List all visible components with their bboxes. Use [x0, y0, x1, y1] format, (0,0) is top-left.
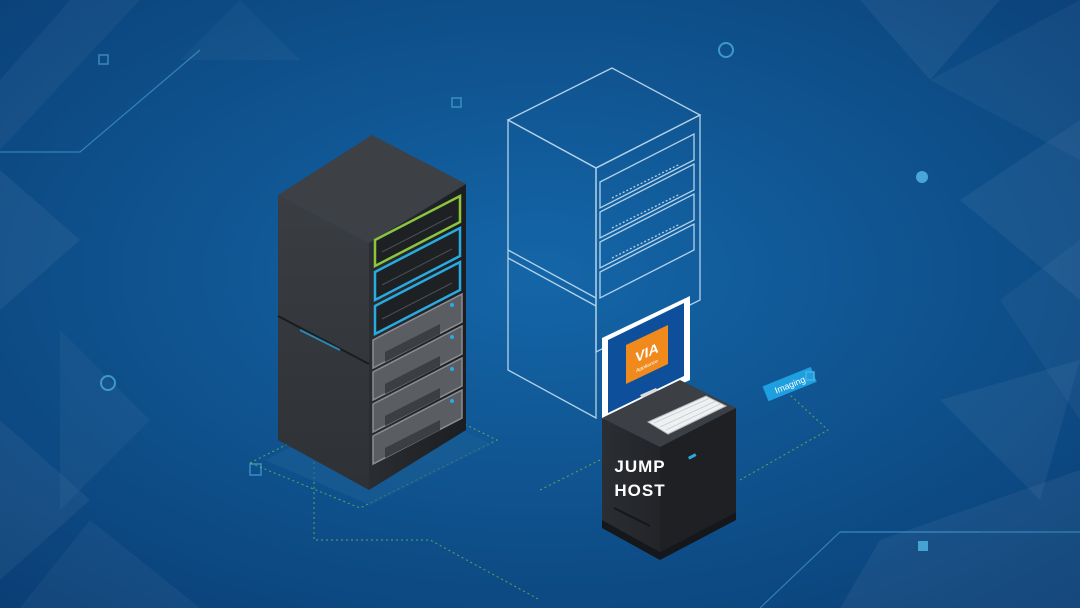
jump-host-right [660, 408, 736, 552]
server-rack [277, 135, 466, 490]
jump-host-label-1: JUMP [614, 457, 665, 476]
jump-host-base [602, 512, 736, 560]
circuit-lines [0, 49, 1080, 608]
circuit-squares [98, 54, 462, 476]
wireframe-rack [506, 67, 702, 420]
circuit-dot [916, 171, 928, 183]
imaging-tag-node [805, 371, 815, 381]
rack-slot-blue-2 [373, 259, 462, 337]
via-logo-box [626, 325, 668, 384]
jump-host-led [687, 453, 697, 460]
keyboard-keys [653, 397, 721, 431]
imaging-tag-box [762, 366, 817, 402]
jump-host: JUMP HOST [602, 380, 736, 560]
rack-top [278, 135, 466, 243]
jump-host-label-2: HOST [614, 481, 665, 500]
rack-slots [372, 193, 463, 466]
rack-slot-blue-1 [373, 225, 462, 303]
rack-slot-green [373, 193, 462, 269]
circuit-dot-square [918, 541, 928, 551]
circuit-nodes [100, 42, 734, 391]
jump-host-left [602, 418, 660, 552]
